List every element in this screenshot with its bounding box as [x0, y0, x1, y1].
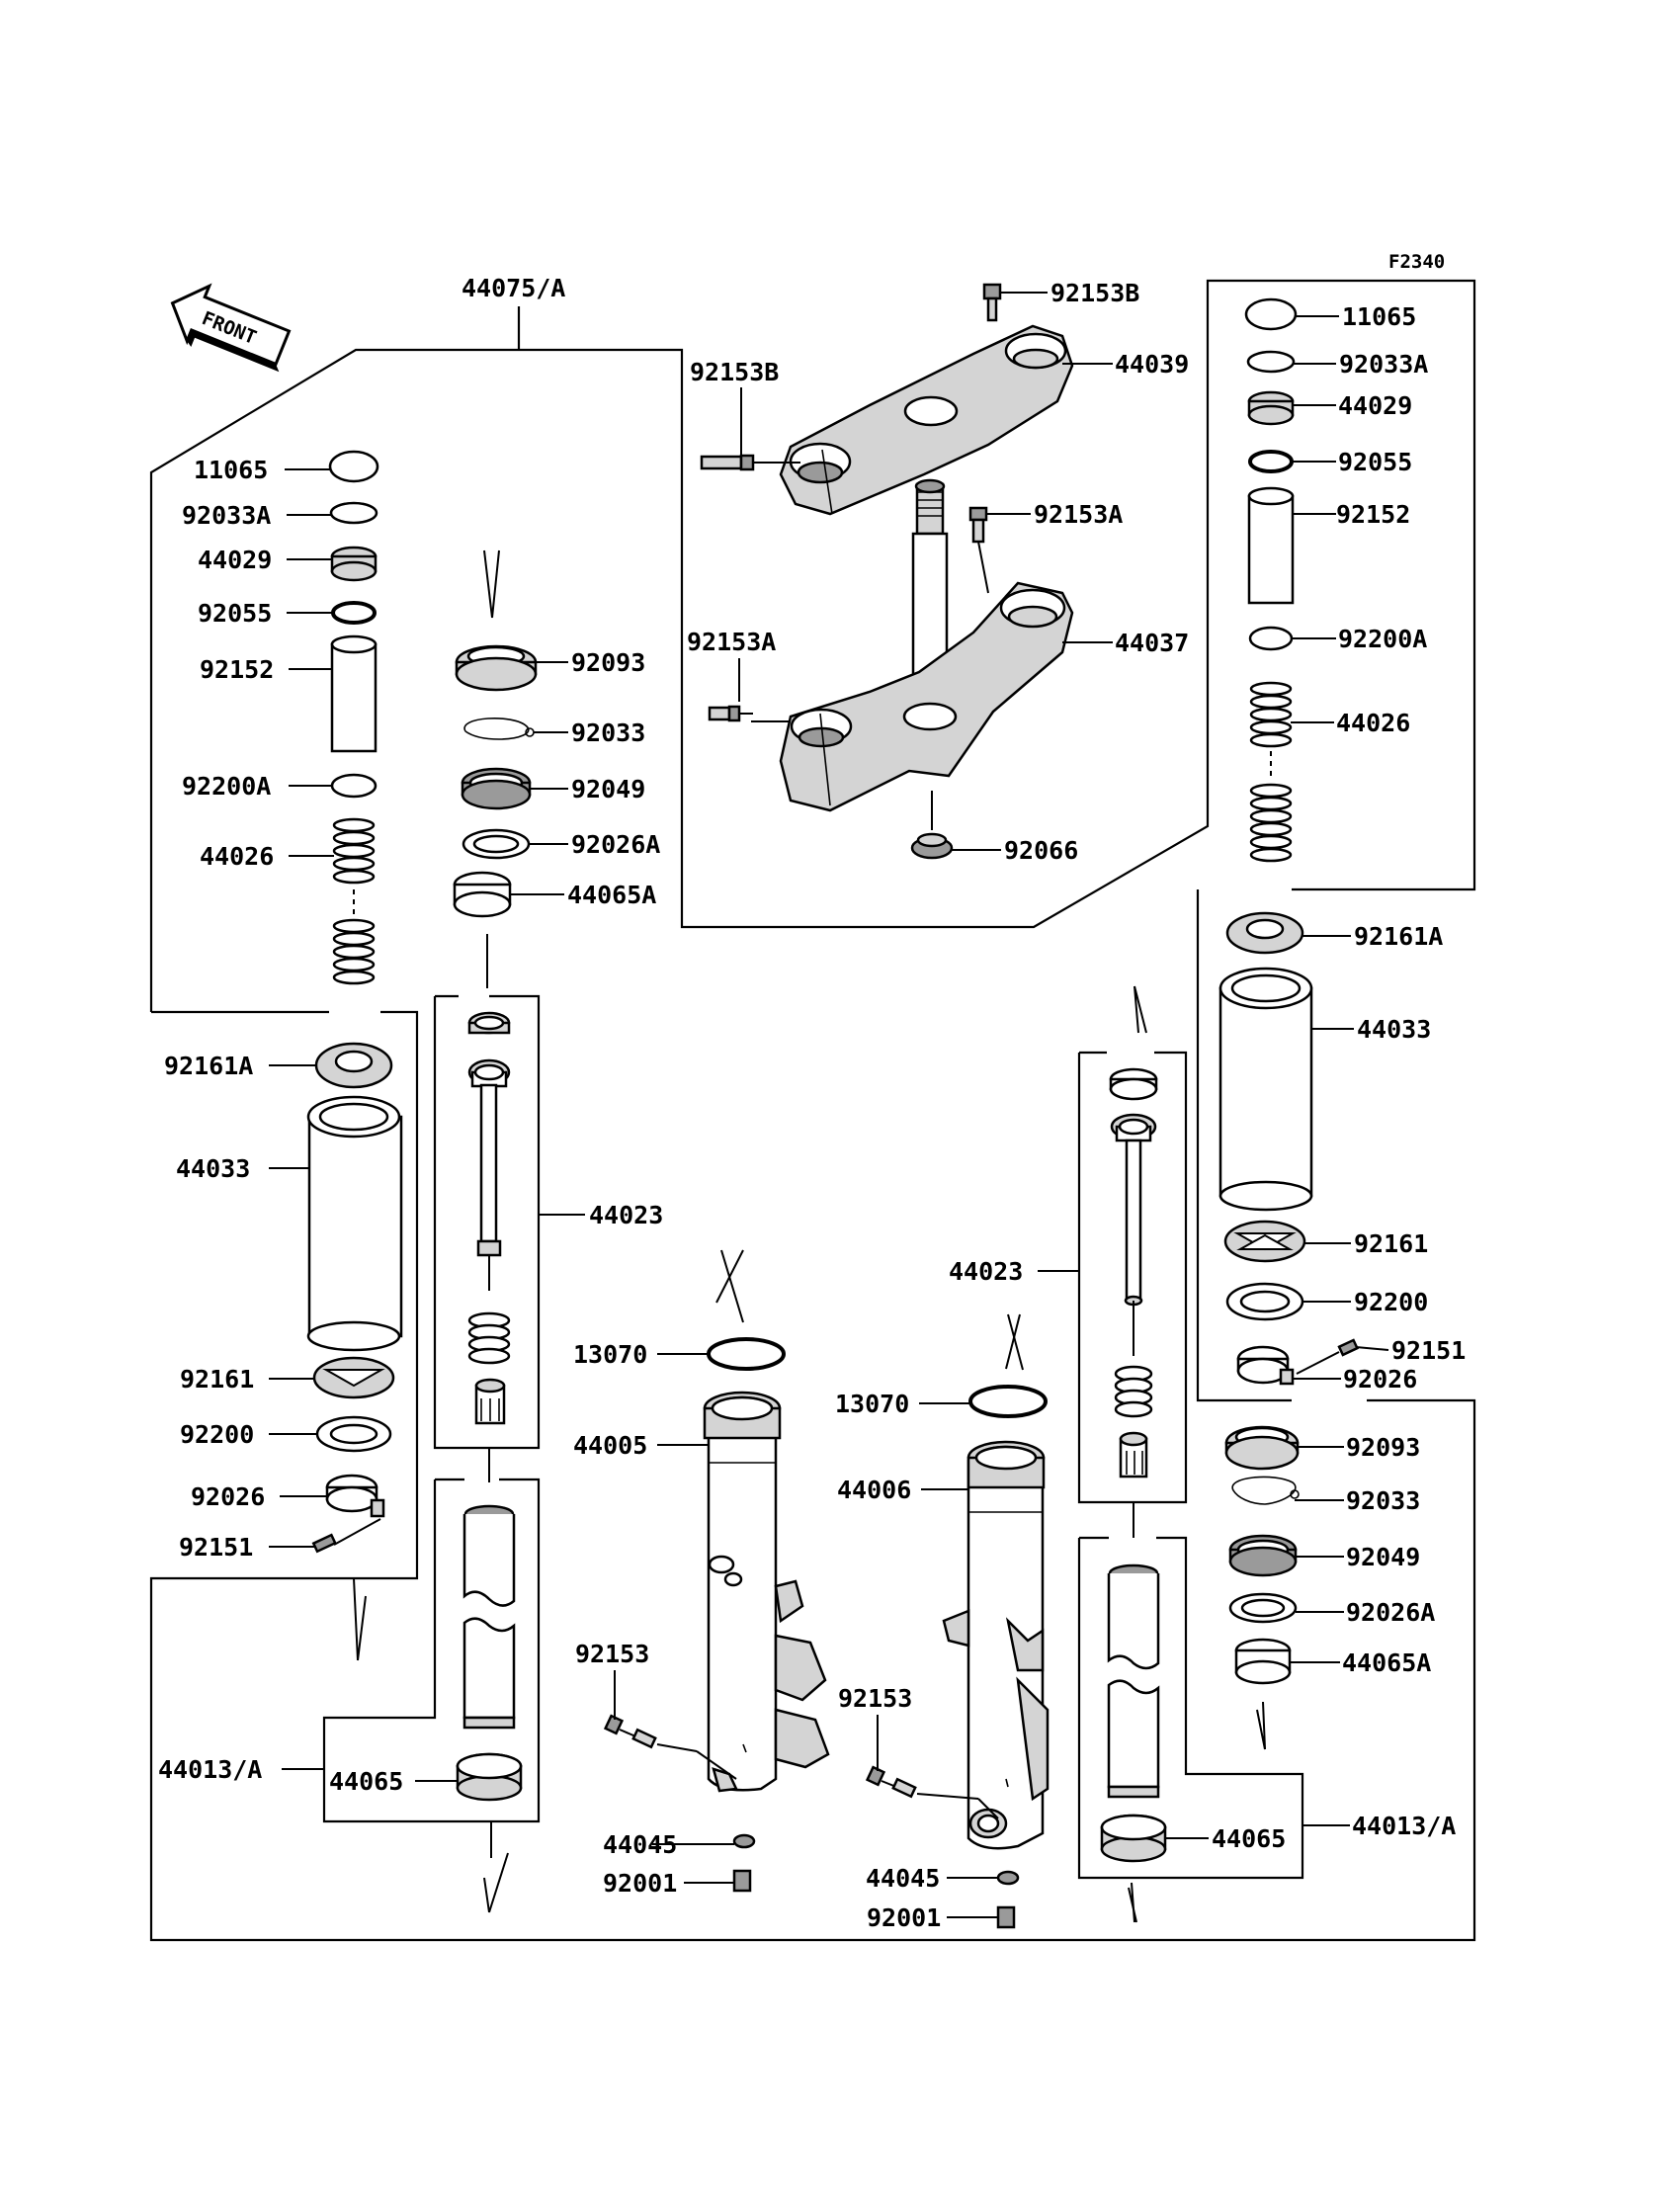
label-left-circlip: 92033 [571, 718, 645, 747]
label-left-plug: 44029 [198, 546, 272, 574]
label-left-o-ring: 92055 [198, 599, 272, 628]
label-right-cap: 11065 [1342, 302, 1416, 331]
label-assembly-44075a: 44075/A [462, 274, 565, 302]
label-left-oil-seal: 92049 [571, 775, 645, 803]
label-right-circlip: 92033 [1346, 1486, 1420, 1515]
label-left-spring: 44026 [200, 842, 274, 871]
label-right-inner-tube-assy: 44013/A [1352, 1812, 1456, 1840]
label-left-washer-top: 92200A [182, 772, 271, 801]
label-right-spring-seat: 92161 [1354, 1229, 1428, 1258]
front-arrow-icon: FRONT [170, 283, 292, 373]
label-right-outer-slider: 44006 [837, 1476, 911, 1504]
label-right-o-ring: 92055 [1338, 448, 1412, 476]
label-left-damper-assy: 44023 [589, 1201, 663, 1229]
label-lower-side-bolt: 92153A [687, 628, 776, 656]
steering-brackets [700, 283, 1074, 860]
label-left-seal-ring: 13070 [573, 1340, 647, 1369]
label-right-oil-seal: 92049 [1346, 1543, 1420, 1571]
left-fork-parts [306, 450, 403, 1554]
left-inner-tube [353, 1504, 523, 1913]
label-stem-nut: 92066 [1004, 836, 1078, 865]
label-left-damper-bush: 44065A [567, 881, 656, 909]
right-fork-parts [1218, 297, 1360, 1750]
label-left-washer-spring: 92161A [164, 1052, 253, 1080]
left-slider [603, 1249, 830, 1893]
label-right-plug: 44029 [1338, 391, 1412, 420]
label-top-bolt: 92153B [1050, 279, 1139, 307]
label-right-guide-bush: 44065 [1212, 1824, 1286, 1853]
label-lower-bracket: 44037 [1115, 629, 1189, 657]
label-right-bush: 44065A [1342, 1648, 1431, 1677]
label-right-dust-seal: 92093 [1346, 1433, 1420, 1462]
label-left-cap: 11065 [194, 456, 268, 484]
label-left-cap-ring: 92033A [182, 501, 271, 530]
label-left-spring-seat: 92161 [180, 1365, 254, 1394]
left-damper-parts [453, 549, 538, 1482]
group-boundaries [149, 279, 1476, 1942]
label-left-spacer: 92152 [200, 655, 274, 684]
label-left-guide-bush: 44065 [329, 1767, 403, 1796]
label-right-cap-ring: 92033A [1339, 350, 1428, 379]
label-left-inner-tube-assy: 44013/A [158, 1755, 262, 1784]
label-left-damper-washer: 92026A [571, 830, 660, 859]
label-right-washer: 44045 [866, 1864, 940, 1893]
label-right-clamp-screw: 92151 [1391, 1336, 1466, 1365]
label-right-drain-bolt: 92001 [867, 1903, 941, 1932]
label-left-clamp-screw: 92151 [179, 1533, 253, 1562]
right-damper-parts [1109, 985, 1158, 1538]
label-right-spacer: 92152 [1336, 500, 1410, 529]
label-right-washer-bottom: 92200 [1354, 1288, 1428, 1316]
label-right-washer-top: 92200A [1338, 625, 1427, 653]
label-right-washer-spring: 92161A [1354, 922, 1443, 951]
label-right-axle-bolt: 92153 [838, 1684, 912, 1713]
label-right-clamp: 92026 [1343, 1365, 1417, 1394]
label-left-washer: 44045 [603, 1830, 677, 1859]
part-labels: 44075/A 11065 92033A 44029 92055 92152 9… [158, 274, 1466, 1932]
label-left-washer-bottom: 92200 [180, 1420, 254, 1449]
label-stem-bolt: 92153A [1034, 500, 1123, 529]
label-left-dust-seal: 92093 [571, 648, 645, 677]
label-right-damper-assy: 44023 [949, 1257, 1023, 1286]
label-right-spring: 44026 [1336, 709, 1410, 737]
label-left-clamp: 92026 [191, 1482, 265, 1511]
leader-lines [269, 292, 1389, 1918]
label-right-seal-ring: 13070 [835, 1390, 909, 1418]
label-right-washer: 92026A [1346, 1598, 1435, 1627]
right-slider [865, 1313, 1050, 1929]
label-left-outer-slider: 44005 [573, 1431, 647, 1460]
label-upper-side-bolt: 92153B [690, 358, 779, 386]
right-inner-tube [1100, 1563, 1167, 1923]
label-upper-bracket: 44039 [1115, 350, 1189, 379]
label-left-outer-tube: 44033 [176, 1154, 250, 1183]
label-left-drain-bolt: 92001 [603, 1869, 677, 1898]
label-right-outer-tube: 44033 [1357, 1015, 1431, 1044]
figure-code: F2340 [1388, 251, 1445, 273]
label-left-axle-bolt: 92153 [575, 1640, 649, 1668]
